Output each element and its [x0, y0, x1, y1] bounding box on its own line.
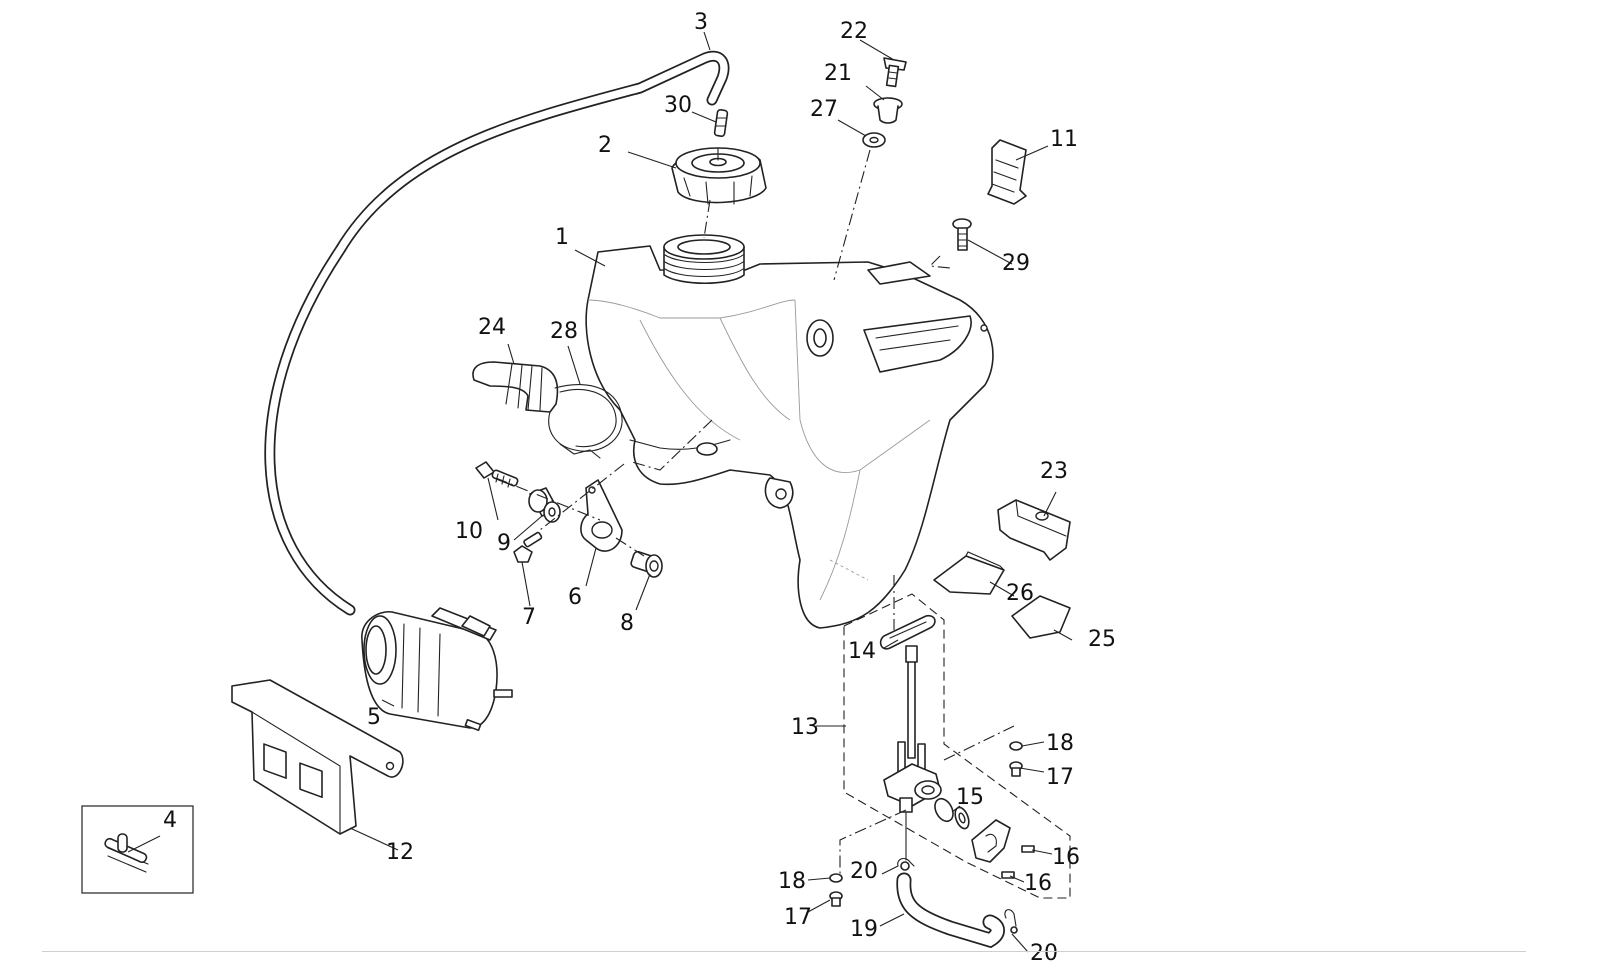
callout-20-lower: 20 [1030, 941, 1058, 966]
part-16-lever-cover [971, 819, 1035, 879]
callout-23: 23 [1040, 459, 1068, 484]
callout-8: 8 [620, 611, 634, 636]
callout-6: 6 [568, 585, 582, 610]
part-19-fuel-hose [896, 872, 1005, 949]
part-23-clamp-block [997, 499, 1071, 561]
part-25-shim [1011, 595, 1071, 639]
callout-25: 25 [1088, 627, 1116, 652]
part-13-group-boundary [843, 593, 1071, 899]
part-20-hose-clip-upper [897, 857, 915, 871]
bottom-divider [42, 951, 1526, 952]
callout-30: 30 [664, 93, 692, 118]
callout-3: 3 [694, 10, 708, 35]
callout-17-lower: 17 [784, 905, 812, 930]
callout-18-upper: 18 [1046, 731, 1074, 756]
callout-10: 10 [455, 519, 483, 544]
callout-27: 27 [810, 97, 838, 122]
callout-21: 21 [824, 61, 852, 86]
callout-16-upper: 16 [1052, 845, 1080, 870]
callout-13: 13 [791, 715, 819, 740]
callout-17-upper: 17 [1046, 765, 1074, 790]
callout-15: 15 [956, 785, 984, 810]
part-14-seal [879, 614, 936, 650]
part-2-fuel-cap [671, 147, 767, 205]
callout-18-lower: 18 [778, 869, 806, 894]
callout-5: 5 [367, 705, 381, 730]
part-26-shim [933, 551, 1005, 595]
leader-lines [127, 31, 1073, 953]
callout-9: 9 [497, 531, 511, 556]
callout-22: 22 [840, 19, 868, 44]
assembly-centre-lines [495, 149, 1015, 876]
part-18-washer-upper [1009, 741, 1023, 751]
part-27-washer [862, 132, 886, 148]
part-17-screw-lower [829, 891, 843, 907]
part-13-fuel-tap [883, 645, 942, 861]
callout-labels: 1 2 3 4 5 6 7 8 9 10 11 12 13 14 15 16 1… [163, 10, 1116, 966]
callout-2: 2 [598, 133, 612, 158]
part-3-breather-hose [264, 50, 730, 616]
callout-20-upper: 20 [850, 859, 878, 884]
callout-7: 7 [522, 605, 536, 630]
callout-24: 24 [478, 315, 506, 340]
part-22-screw [883, 57, 907, 88]
part-21-grommet [873, 97, 903, 124]
part-9-rubber-bushing [528, 487, 561, 523]
part-5-filter-canister [361, 607, 513, 732]
part-28-strap [548, 384, 623, 459]
part-4-inset-box [81, 805, 194, 894]
callout-4: 4 [163, 808, 177, 833]
callout-19: 19 [850, 917, 878, 942]
callout-11: 11 [1050, 127, 1078, 152]
callout-12: 12 [386, 840, 414, 865]
part-20-hose-clip-lower [1004, 909, 1018, 934]
part-15-o-ring [934, 797, 970, 830]
callout-28: 28 [550, 319, 578, 344]
part-11-clip [987, 139, 1027, 205]
callout-26: 26 [1006, 581, 1034, 606]
part-7-screw [513, 531, 543, 563]
part-8-spacer-bolt [630, 550, 663, 578]
part-12-canister-bracket [231, 679, 404, 835]
callout-1: 1 [555, 225, 569, 250]
part-18-washer-lower [829, 873, 843, 883]
callout-29: 29 [1002, 251, 1030, 276]
part-6-bracket [580, 479, 623, 552]
part-17-screw-upper [1009, 761, 1023, 777]
callout-14: 14 [848, 639, 876, 664]
part-24-rubber-pad [472, 361, 559, 413]
part-1-fuel-tank [585, 234, 994, 629]
callout-16-lower: 16 [1024, 871, 1052, 896]
part-10-screw [475, 461, 519, 488]
part-29-screw [952, 218, 972, 251]
part-30-hose-fitting [713, 109, 729, 137]
